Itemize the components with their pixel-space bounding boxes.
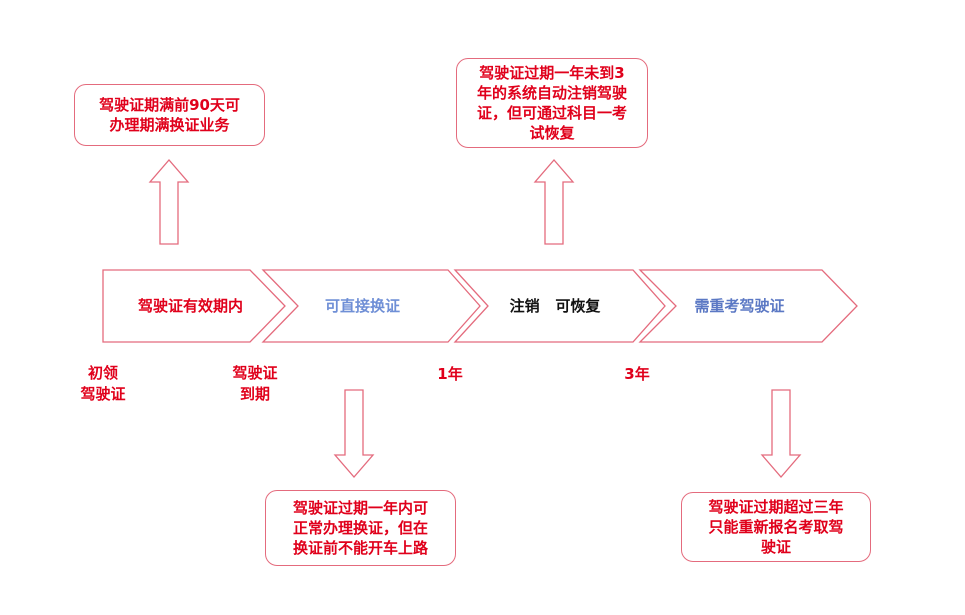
stage-label-retake: 需重考驾驶证 (694, 297, 785, 315)
stage-4-shape (638, 269, 858, 343)
note-auto-cancel-recover: 驾驶证过期一年未到3 年的系统自动注销驾驶 证，但可通过科目一考 试恢复 (456, 58, 648, 148)
down-arrow-2 (760, 389, 802, 478)
stage-2-shape (261, 269, 481, 343)
tick-three-years: 3年 (624, 365, 650, 383)
tick-license-expiry: 驾驶证 到期 (232, 364, 278, 403)
stage-1-shape (102, 269, 286, 343)
tick-one-year: 1年 (437, 365, 463, 383)
down-arrow-1 (333, 389, 375, 478)
note-renew-within-one-year: 驾驶证过期一年内可 正常办理换证，但在 换证前不能开车上路 (265, 490, 456, 566)
up-arrow-1 (148, 159, 190, 245)
stage-label-renew: 可直接换证 (324, 297, 400, 315)
note-retake-after-three-years: 驾驶证过期超过三年 只能重新报名考取驾 驶证 (681, 492, 871, 562)
stage-3-shape (453, 269, 666, 343)
up-arrow-2 (533, 159, 575, 245)
tick-first-license: 初领 驾驶证 (80, 364, 126, 403)
stage-label-valid: 驾驶证有效期内 (137, 297, 243, 315)
note-renew-before-expiry: 驾驶证期满前90天可 办理期满换证业务 (74, 84, 265, 146)
stage-label-cancel-recover: 注销 可恢复 (509, 297, 601, 315)
